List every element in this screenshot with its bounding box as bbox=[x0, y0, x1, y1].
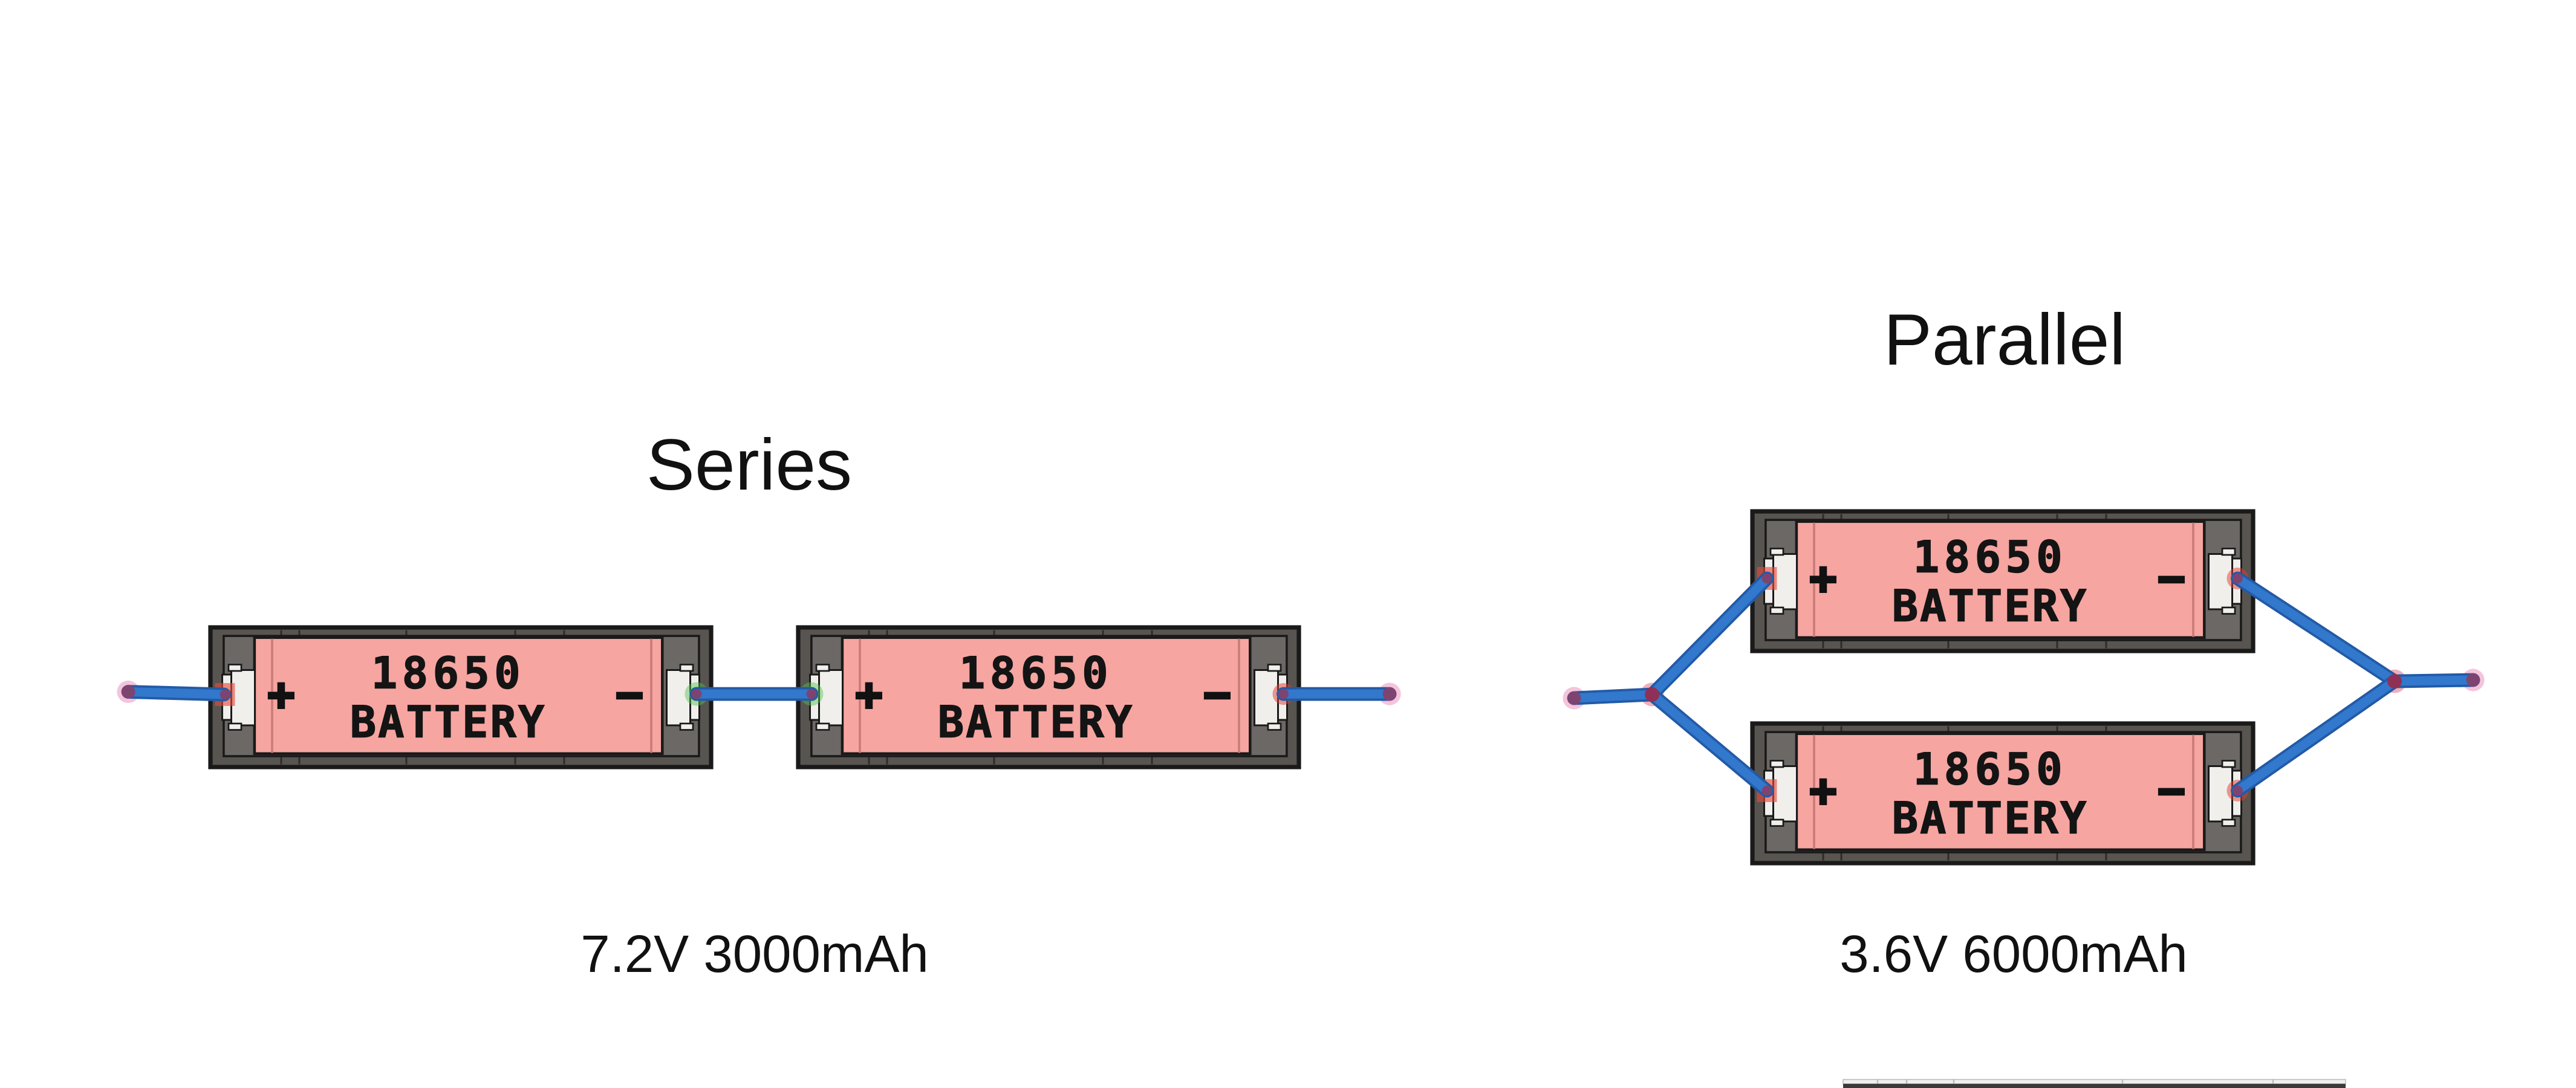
battery-model-text: 18650 bbox=[1913, 532, 2067, 583]
series-title: Series bbox=[646, 424, 852, 505]
wire-contact-node bbox=[1761, 573, 1772, 584]
plus-polarity-mark: + bbox=[1809, 764, 1836, 817]
parallel-spec-label: 3.6V 6000mAh bbox=[1839, 925, 2188, 983]
parallel-title: Parallel bbox=[1884, 299, 2126, 380]
terminal-tab bbox=[679, 664, 694, 672]
battery-model-text: 18650 bbox=[1913, 744, 2067, 795]
wire-contact-node bbox=[806, 688, 817, 699]
wire bbox=[2233, 574, 2399, 686]
plus-polarity-mark: + bbox=[855, 668, 882, 721]
terminal-tab bbox=[1267, 664, 1282, 672]
battery-name-text: BATTERY bbox=[1892, 581, 2088, 632]
terminal-tab bbox=[1769, 818, 1784, 827]
battery-model-text: 18650 bbox=[371, 648, 525, 699]
wire-contact-node bbox=[220, 689, 230, 700]
terminal-tab bbox=[2221, 606, 2236, 615]
wire bbox=[1647, 574, 1772, 699]
wire-end-node bbox=[1567, 691, 1581, 705]
battery-terminal-contact-right bbox=[666, 669, 691, 727]
terminal-tab bbox=[815, 664, 830, 672]
partial-holder-top-strip bbox=[1843, 1079, 2346, 1084]
wire-contact-node bbox=[691, 688, 702, 699]
terminal-tab bbox=[227, 722, 242, 731]
minus-polarity-mark: − bbox=[2158, 764, 2185, 817]
wire bbox=[1569, 690, 1657, 703]
plus-polarity-mark: + bbox=[267, 668, 294, 721]
wire-end-node bbox=[2466, 673, 2480, 687]
partial-cropped-holder-edge bbox=[1843, 1079, 2346, 1088]
battery-terminal-contact-left bbox=[1772, 765, 1798, 823]
battery-terminal-contact-left bbox=[818, 669, 844, 727]
terminal-tab bbox=[2221, 760, 2236, 768]
plus-polarity-mark: + bbox=[1809, 552, 1836, 605]
minus-polarity-mark: − bbox=[1203, 668, 1231, 721]
minus-polarity-mark: − bbox=[2158, 552, 2185, 605]
wire-contact-node bbox=[1761, 785, 1772, 796]
wire bbox=[2233, 676, 2399, 795]
battery-terminal-contact-left bbox=[230, 669, 256, 727]
wire-end-node bbox=[1382, 687, 1397, 701]
minus-polarity-mark: − bbox=[616, 668, 643, 721]
wire-contact-node bbox=[2233, 785, 2243, 796]
battery-terminal-contact-left bbox=[1772, 553, 1798, 610]
battery-name-text: BATTERY bbox=[350, 697, 546, 748]
terminal-tab bbox=[1267, 722, 1282, 731]
battery-cell bbox=[841, 636, 1252, 756]
wire bbox=[123, 687, 229, 699]
wire-end-node bbox=[121, 685, 135, 699]
terminal-tab bbox=[2221, 548, 2236, 556]
wire-junction-node bbox=[2387, 674, 2402, 689]
terminal-tab bbox=[815, 722, 830, 731]
terminal-tab bbox=[679, 722, 694, 731]
terminal-tab bbox=[1769, 548, 1784, 556]
wire bbox=[1647, 690, 1772, 795]
battery-name-text: BATTERY bbox=[1892, 793, 2088, 844]
series-spec-label: 7.2V 3000mAh bbox=[581, 925, 929, 983]
battery-cell bbox=[1795, 520, 2206, 640]
terminal-tab bbox=[227, 664, 242, 672]
terminal-tab bbox=[1769, 760, 1784, 768]
battery-model-text: 18650 bbox=[959, 648, 1113, 699]
partial-holder-edge-line bbox=[1843, 1084, 2346, 1088]
battery-cell bbox=[1795, 732, 2206, 852]
wire-contact-node bbox=[2233, 573, 2243, 584]
battery-name-text: BATTERY bbox=[938, 697, 1134, 748]
wire-junction-node bbox=[1645, 687, 1660, 702]
terminal-tab bbox=[2221, 818, 2236, 827]
wire-contact-node bbox=[1278, 688, 1289, 699]
wire bbox=[2390, 675, 2478, 686]
terminal-tab bbox=[1769, 606, 1784, 615]
